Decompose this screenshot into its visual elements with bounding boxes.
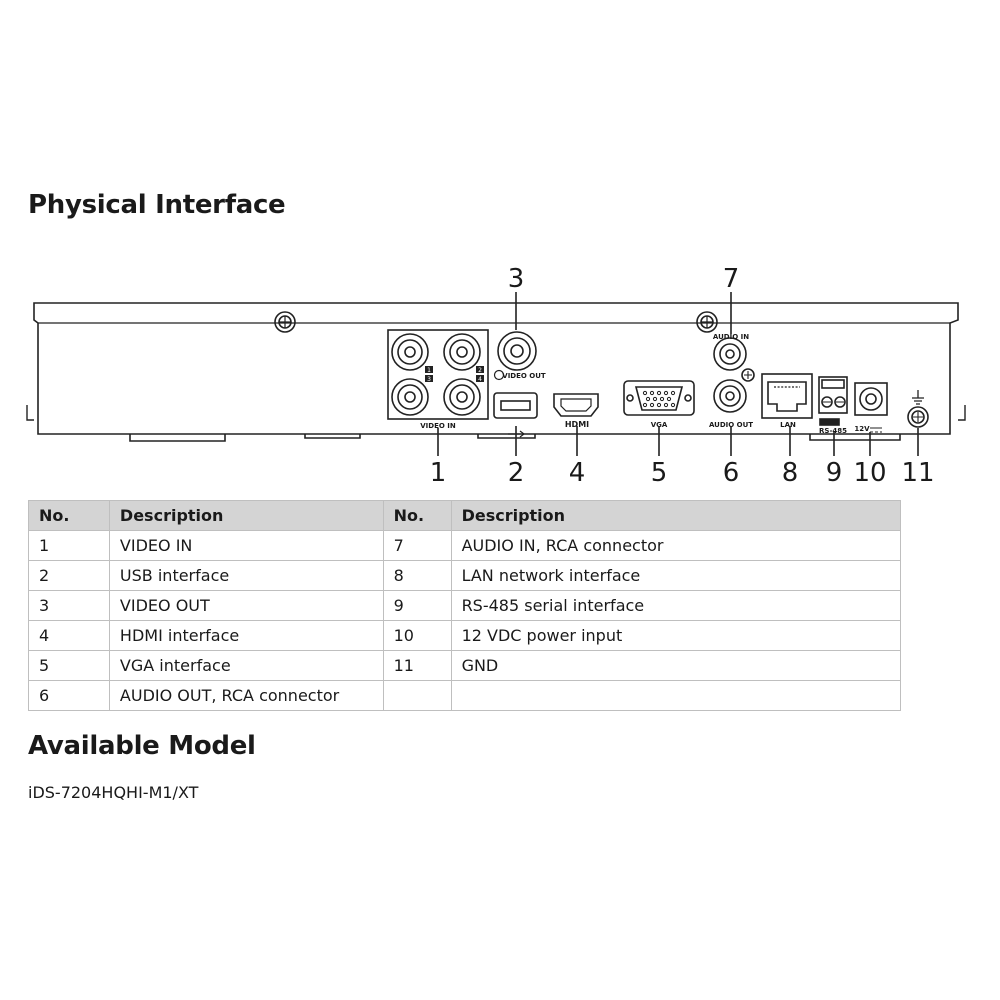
lan-label: LAN [780,421,796,429]
table-cell: AUDIO IN, RCA connector [450,530,902,561]
channel-number: 2 [478,367,482,374]
video-in-port-group [387,329,489,420]
bnc-connector-icon [443,333,481,371]
table-cell: 11 [382,650,452,681]
callout-number: 4 [569,458,586,488]
callout-number: 3 [508,264,525,294]
rear-panel-diagram: 1 3 2 4 VIDEO IN VIDEO OUT HDMI VGA AUDI… [26,264,966,488]
table-cell: 6 [28,680,110,711]
video-in-label: VIDEO IN [420,422,456,430]
callout-number: 11 [901,458,934,488]
audio-out-rca-icon [713,379,747,413]
table-cell: VIDEO IN [108,530,384,561]
usb-port-icon [493,392,538,438]
screw-icon [696,311,718,333]
table-cell: VIDEO OUT [108,590,384,621]
chassis-outline [26,302,966,442]
audio-in-rca-icon [713,337,747,371]
channel-number: 3 [427,376,431,383]
section-title-available-model: Available Model [28,731,256,761]
lan-port-icon [761,373,813,419]
table-row: 2 USB interface 8 LAN network interface [28,560,902,591]
table-cell: 9 [382,590,452,621]
table-cell [382,680,452,711]
callout-number: 2 [508,458,525,488]
table-cell: 10 [382,620,452,651]
table-row: 5 VGA interface 11 GND [28,650,902,681]
vga-label: VGA [651,421,668,429]
model-name: iDS-7204HQHI-M1/XT [28,783,199,802]
video-out-label: VIDEO OUT [502,372,546,380]
audio-in-label: AUDIO IN [713,333,749,341]
callout-number: 7 [723,264,740,294]
table-cell: HDMI interface [108,620,384,651]
bnc-connector-icon [443,378,481,416]
interface-table: No. Description No. Description 1 VIDEO … [28,500,902,711]
hdmi-port-icon [553,393,599,417]
channel-number-badges: 1 3 2 4 [425,366,484,383]
column-header: Description [450,500,902,531]
table-cell: USB interface [108,560,384,591]
channel-number: 4 [478,376,482,383]
column-header: Description [108,500,384,531]
table-cell: RS-485 serial interface [450,590,902,621]
callout-number: 10 [853,458,886,488]
column-header: No. [28,500,110,531]
video-out-bnc-icon [493,331,537,381]
table-cell: 5 [28,650,110,681]
table-row: 4 HDMI interface 10 12 VDC power input [28,620,902,651]
table-cell: 4 [28,620,110,651]
callout-number: 5 [651,458,668,488]
channel-number: 1 [427,367,431,374]
table-header-row: No. Description No. Description [28,500,902,531]
callout-number: 1 [430,458,447,488]
power-label: 12V [854,425,870,433]
table-cell: 2 [28,560,110,591]
rs485-terminal-icon [818,376,848,426]
vga-port-icon [623,380,695,416]
table-row: 3 VIDEO OUT 9 RS-485 serial interface [28,590,902,621]
callout-number: 6 [723,458,740,488]
ground-terminal-icon [907,390,929,428]
table-cell: AUDIO OUT, RCA connector [108,680,384,711]
callout-number: 8 [782,458,799,488]
table-cell [450,680,902,711]
table-row: 6 AUDIO OUT, RCA connector [28,680,902,711]
bnc-connector-icon [391,378,429,416]
bnc-connector-icon [391,333,429,371]
ground-screw-icon [741,368,755,382]
section-title-physical-interface: Physical Interface [28,190,286,220]
screw-icon [274,311,296,333]
callout-number: 9 [826,458,843,488]
table-row: 1 VIDEO IN 7 AUDIO IN, RCA connector [28,530,902,561]
power-jack-icon [854,382,888,433]
hdmi-label: HDMI [565,420,589,429]
table-cell: GND [450,650,902,681]
table-cell: 3 [28,590,110,621]
table-cell: VGA interface [108,650,384,681]
table-cell: 12 VDC power input [450,620,902,651]
column-header: No. [382,500,452,531]
table-cell: 1 [28,530,110,561]
rs485-label: RS-485 [819,427,847,435]
callout-leader-lines [437,292,919,456]
table-cell: LAN network interface [450,560,902,591]
audio-out-label: AUDIO OUT [709,421,753,429]
table-cell: 8 [382,560,452,591]
table-cell: 7 [382,530,452,561]
